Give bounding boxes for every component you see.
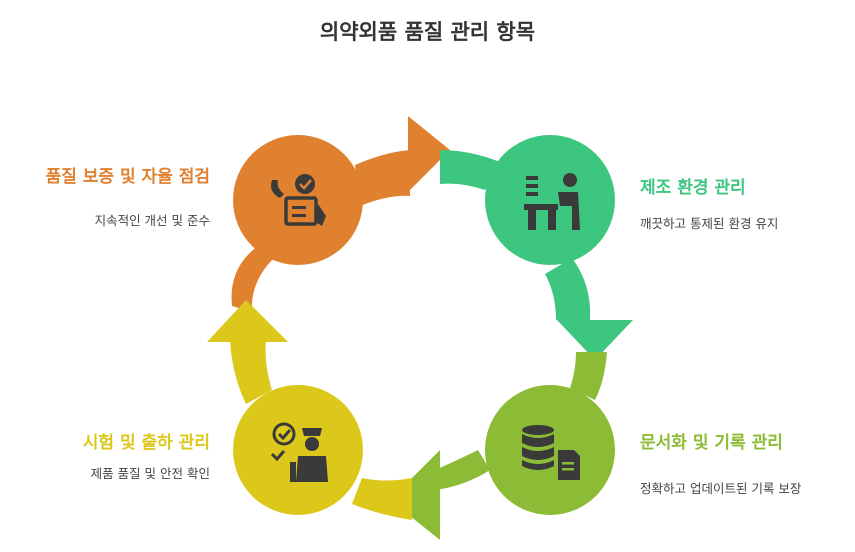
database-document-icon: [522, 425, 580, 480]
arc-yellow-left: [230, 340, 272, 404]
step-label-testing-release: 시험 및 출하 관리: [82, 433, 210, 453]
inspector-check-icon: [270, 422, 328, 482]
step-label-manufacturing-env: 제조 환경 관리: [640, 178, 746, 198]
arrow-head-orange: [408, 116, 450, 192]
step-label-documentation: 문서화 및 기록 관리: [640, 433, 783, 453]
circle-quality-assurance: [233, 135, 363, 265]
arc-orange: [231, 246, 274, 312]
arc-yellow-bottom: [352, 478, 412, 520]
circle-testing-release: [233, 385, 363, 515]
arrow-head-lime: [390, 450, 440, 540]
step-desc-quality-assurance: 지속적인 개선 및 준수: [94, 213, 210, 228]
arc-green-top: [440, 150, 500, 190]
arc-orange-top: [355, 150, 410, 206]
step-desc-manufacturing-env: 깨끗하고 통제된 환경 유지: [640, 216, 779, 231]
arc-lime-bottom: [435, 450, 490, 490]
step-desc-testing-release: 제품 품질 및 안전 확인: [90, 466, 210, 481]
checklist-hand-icon: [271, 174, 326, 226]
worker-desk-icon: [524, 173, 580, 230]
page-title: 의약외품 품질 관리 항목: [319, 20, 536, 44]
arrow-head-green: [557, 320, 633, 360]
step-desc-documentation: 정확하고 업데이트된 기록 보장: [640, 481, 802, 496]
step-label-quality-assurance: 품질 보증 및 자율 점검: [45, 167, 210, 187]
circle-manufacturing-env: [485, 135, 615, 265]
arc-lime-right: [570, 352, 607, 400]
arrow-head-yellow: [207, 300, 288, 342]
arc-green-right: [545, 258, 591, 320]
